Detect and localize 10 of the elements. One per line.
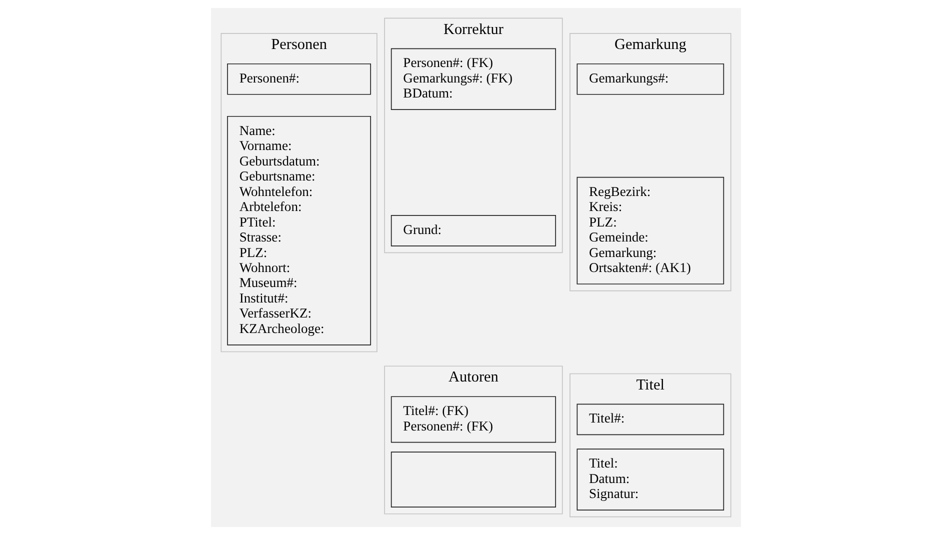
node-box: Gemarkungs#: xyxy=(576,63,724,95)
node-box: Personen#: (FK) Gemarkungs#: (FK) BDatum: xyxy=(390,48,556,110)
node-box: Titel#: xyxy=(576,404,724,436)
node-box: Personen#: xyxy=(227,63,372,95)
node-box: Grund: xyxy=(390,215,556,246)
node-box: RegBezirk: Kreis: PLZ: Gemeinde: Gemarkung: Ortsakten#: (AK1) xyxy=(576,176,724,284)
node-box xyxy=(390,452,556,508)
node-box: Titel: Datum: Signatur: xyxy=(576,448,724,510)
node-box: Name: Vorname: Geburtsdatum: Geburtsname: Wohntelefon: Arbtelefon: PTitel: Strasse: PLZ: Wohnort: Museum#: Institut#: VerfasserKZ: KZArcheologe: xyxy=(227,116,372,346)
node-box: Titel#: (FK) Personen#: (FK) xyxy=(390,396,556,443)
